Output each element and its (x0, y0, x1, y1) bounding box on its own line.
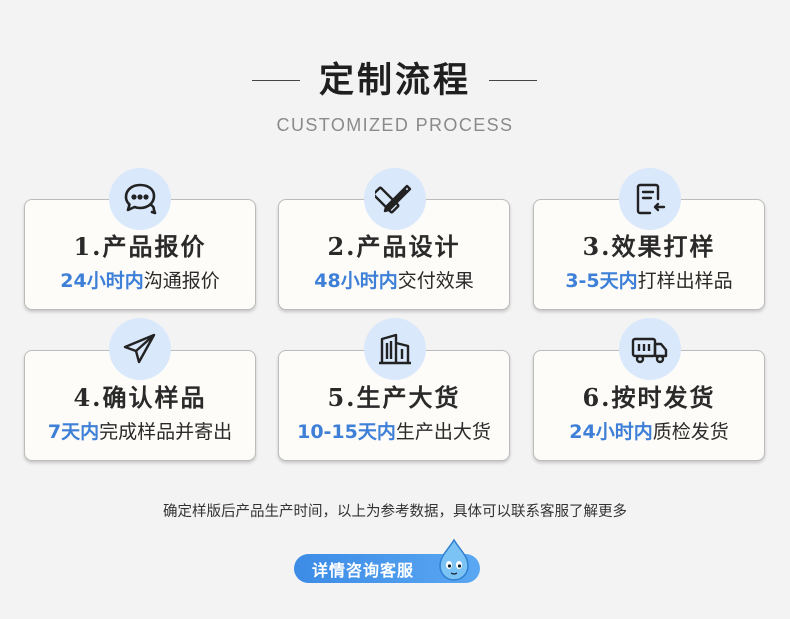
step-highlight: 24小时内 (569, 421, 653, 443)
step-highlight: 7天内 (47, 421, 100, 443)
step-text: 沟通报价 (143, 270, 220, 292)
mascot-droplet-icon (434, 538, 474, 582)
factory-building-icon (364, 318, 426, 380)
step-text: 质检发货 (652, 421, 729, 443)
document-edit-icon (619, 168, 681, 230)
step-text: 生产出大货 (395, 421, 491, 443)
step-desc: 7天内完成样品并寄出 (25, 417, 255, 444)
step-desc: 24小时内质检发货 (534, 417, 764, 444)
contact-service-label: 详情咨询客服 (312, 560, 415, 580)
delivery-truck-icon (619, 318, 681, 380)
production-time-note: 确定样版后产品生产时间，以上为参考数据，具体可以联系客服了解更多 (163, 504, 627, 520)
paper-plane-icon (109, 318, 171, 380)
step-title: 5.生产大货 (327, 383, 461, 412)
chat-bubbles-icon (109, 168, 171, 230)
step-text: 打样出样品 (637, 270, 733, 292)
step-title: 4.确认样品 (73, 383, 207, 412)
step-desc: 3-5天内打样出样品 (534, 266, 764, 293)
page-subtitle: CUSTOMIZED PROCESS (276, 115, 514, 135)
step-title: 1.产品报价 (73, 232, 207, 261)
pencil-ruler-icon (364, 168, 426, 230)
title-line-left (252, 80, 300, 81)
step-highlight: 48小时内 (314, 270, 398, 292)
step-desc: 24小时内沟通报价 (25, 266, 255, 293)
step-card-shipping: 6.按时发货 24小时内质检发货 (533, 350, 765, 461)
step-highlight: 10-15天内 (297, 421, 396, 443)
step-desc: 10-15天内生产出大货 (279, 417, 509, 444)
step-title: 2.产品设计 (327, 232, 461, 261)
page-title: 定制流程 (318, 61, 471, 101)
title-line-right (489, 80, 537, 81)
step-highlight: 3-5天内 (565, 270, 638, 292)
step-desc: 48小时内交付效果 (279, 266, 509, 293)
step-title: 6.按时发货 (582, 383, 716, 412)
step-text: 交付效果 (397, 270, 474, 292)
step-text: 完成样品并寄出 (99, 421, 233, 443)
step-title: 3.效果打样 (582, 232, 716, 261)
step-highlight: 24小时内 (60, 270, 144, 292)
